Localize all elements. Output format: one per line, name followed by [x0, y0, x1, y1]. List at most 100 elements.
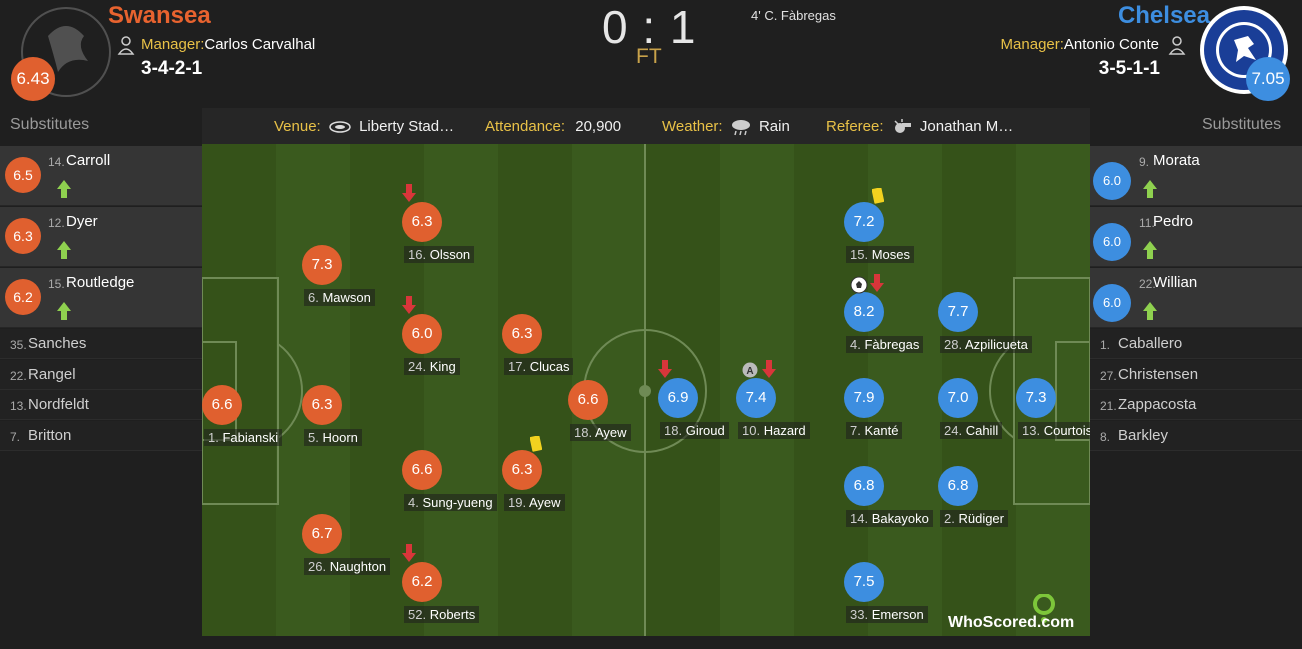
player-number: 26.	[308, 559, 327, 574]
player-rating: 6.6	[402, 450, 442, 490]
player-name: Naughton	[329, 559, 387, 574]
away-team-name[interactable]: Chelsea	[1117, 2, 1210, 29]
player-name: Emerson	[871, 607, 924, 622]
player-label: 10. Hazard	[738, 422, 810, 439]
logo-text: WhoScored.com	[948, 614, 1074, 630]
sub-rating: 6.3	[5, 218, 41, 254]
away-subs-heading: Substitutes	[1202, 116, 1282, 133]
sub-on-arrow-icon	[1143, 241, 1157, 264]
player-label: 19. Ayew	[504, 494, 565, 511]
sub-number: 12.	[48, 216, 65, 230]
attendance-value: 20,900	[575, 118, 622, 135]
home-sub-row[interactable]: 22.Rangel	[0, 359, 202, 390]
referee-value: Jonathan M…	[919, 118, 1014, 135]
away-sub-row[interactable]: 27.Christensen	[1090, 359, 1302, 390]
player-rating: 6.2	[402, 562, 442, 602]
player-rating: 6.6	[202, 385, 242, 425]
home-sub-row[interactable]: 7.Britton	[0, 420, 202, 451]
whistle-icon	[894, 119, 911, 134]
player-rating: 7.0	[938, 378, 978, 418]
home-manager: Manager:Carlos Carvalhal	[141, 36, 315, 53]
player-number: 6.	[308, 290, 319, 305]
player-label: 16. Olsson	[404, 246, 475, 263]
sub-number: 7.	[10, 429, 21, 444]
away-player[interactable]: 7.4 10. Hazard A	[736, 360, 856, 450]
player-rating: 6.8	[938, 466, 978, 506]
home-team-name[interactable]: Swansea	[108, 2, 211, 29]
svg-text:A: A	[746, 366, 753, 377]
player-name: Sung-yueng	[422, 495, 493, 510]
player-name: Hazard	[763, 423, 806, 438]
player-number: 7.	[850, 423, 861, 438]
player-name: Azpilicueta	[964, 337, 1028, 352]
score: 0 : 1	[602, 1, 697, 53]
player-number: 2.	[944, 511, 955, 526]
home-sub-row[interactable]: 35.Sanches	[0, 329, 202, 359]
away-sub-row[interactable]: 8.Barkley	[1090, 420, 1302, 451]
player-rating: 7.4	[736, 378, 776, 418]
sub-rating: 6.0	[1093, 162, 1131, 200]
attendance-info: Attendance: 20,900	[485, 118, 621, 135]
away-sub-row[interactable]: 1. Caballero	[1090, 329, 1302, 359]
home-player[interactable]: 6.6 1. Fabianski	[202, 377, 322, 457]
swansea-crest-icon	[21, 7, 111, 97]
player-number: 19.	[508, 495, 527, 510]
player-label: 28. Azpilicueta	[940, 336, 1032, 353]
sub-name: Caballero	[1118, 335, 1183, 352]
player-number: 28.	[944, 337, 963, 352]
sub-number: 27.	[1100, 368, 1117, 383]
home-sub-row[interactable]: 13.Nordfeldt	[0, 390, 202, 420]
away-sub-row[interactable]: 21.Zappacosta	[1090, 390, 1302, 420]
away-player[interactable]: 7.0 24. Cahill	[938, 370, 1058, 450]
player-label: 24. Cahill	[940, 422, 1003, 439]
sub-number: 13.	[10, 399, 27, 413]
sub-number: 1.	[1100, 338, 1111, 352]
player-label: 26. Naughton	[304, 558, 391, 575]
player-number: 1.	[208, 430, 219, 445]
player-label: 17. Clucas	[504, 358, 574, 375]
sub-name: Willian	[1153, 274, 1198, 291]
home-manager-name: Carlos Carvalhal	[204, 36, 316, 53]
player-rating: 7.5	[844, 562, 884, 602]
player-rating: 8.2	[844, 292, 884, 332]
manager-label: Manager:	[1000, 36, 1064, 53]
home-player[interactable]: 6.6 4. Sung-yueng	[402, 442, 522, 522]
player-label: 4. Sung-yueng	[404, 494, 497, 511]
player-name: Cahill	[965, 423, 999, 438]
player-number: 24.	[944, 423, 963, 438]
player-name: Kanté	[864, 423, 899, 438]
player-name: Roberts	[429, 607, 476, 622]
player-label: 1. Fabianski	[204, 429, 283, 446]
sub-number: 8.	[1100, 429, 1111, 444]
player-name: Clucas	[529, 359, 570, 374]
home-subs-heading: Substitutes	[10, 116, 90, 133]
player-label: 18. Giroud	[660, 422, 729, 439]
manager-label: Manager:	[141, 36, 205, 53]
stadium-icon	[329, 121, 351, 133]
away-team-rating: 7.05	[1246, 57, 1290, 101]
